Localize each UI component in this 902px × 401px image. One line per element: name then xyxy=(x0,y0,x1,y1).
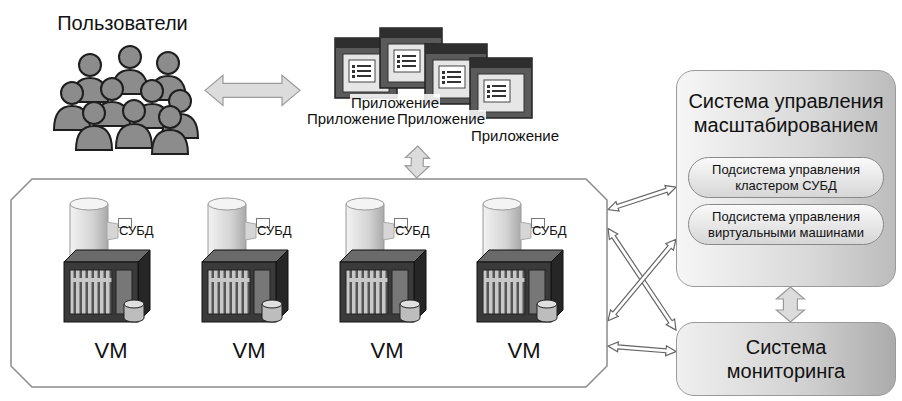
double-arrow xyxy=(608,186,676,212)
double-arrow xyxy=(205,75,300,105)
application-label: Приложение xyxy=(350,94,440,111)
users-icon xyxy=(54,46,198,154)
server-icons xyxy=(64,198,563,322)
dbms-text: СУБД xyxy=(395,223,407,239)
application-group: ПриложениеПриложениеПриложениеПриложение xyxy=(300,25,562,146)
application-label: Приложение xyxy=(306,110,396,127)
dbms-label: СУБД xyxy=(118,218,132,228)
application-windows xyxy=(335,28,532,118)
vm-label: VM xyxy=(459,338,589,364)
subsystem-box: Подсистема управления виртуальными машин… xyxy=(688,204,884,245)
double-arrow xyxy=(776,287,804,322)
dbms-label: СУБД xyxy=(531,218,545,228)
double-arrow xyxy=(608,342,676,356)
double-arrow xyxy=(405,146,429,178)
dbms-label: СУБД xyxy=(256,218,270,228)
application-label: Приложение xyxy=(470,127,560,144)
dbms-label: СУБД xyxy=(394,218,408,228)
box-title: Система управления масштабированием xyxy=(683,89,889,137)
dbms-text: СУБД xyxy=(119,223,131,239)
box-title: Система мониторинга xyxy=(685,335,887,383)
dbms-text: СУБД xyxy=(532,223,544,239)
double-arrow xyxy=(608,228,676,330)
vm-label: VM xyxy=(322,338,452,364)
virtual-machine: VM СУБД xyxy=(184,188,314,383)
subsystem-box: Подсистема управления кластером СУБД xyxy=(688,157,884,198)
vm-cluster-panel: VM СУБД VM СУБД VM СУБД VM СУБД xyxy=(10,178,608,388)
virtual-machine: VM СУБД xyxy=(46,188,176,383)
subsystem-label: Подсистема управления кластером СУБД xyxy=(699,162,873,193)
vm-label: VM xyxy=(46,338,176,364)
virtual-machine: VM СУБД xyxy=(459,188,589,383)
panel-border xyxy=(11,179,607,387)
virtual-machine: VM СУБД xyxy=(322,188,452,383)
users-label: Пользователи xyxy=(40,12,205,35)
users-group: Пользователи xyxy=(40,12,205,152)
double-arrow xyxy=(608,239,676,321)
application-label: Приложение xyxy=(396,110,486,127)
subsystem-label: Подсистема управления виртуальными машин… xyxy=(699,209,873,240)
dbms-text: СУБД xyxy=(257,223,269,239)
scaling-system-box: Система управления масштабированиемПодси… xyxy=(676,70,896,287)
monitoring-box: Система мониторинга xyxy=(676,322,896,396)
vm-label: VM xyxy=(184,338,314,364)
